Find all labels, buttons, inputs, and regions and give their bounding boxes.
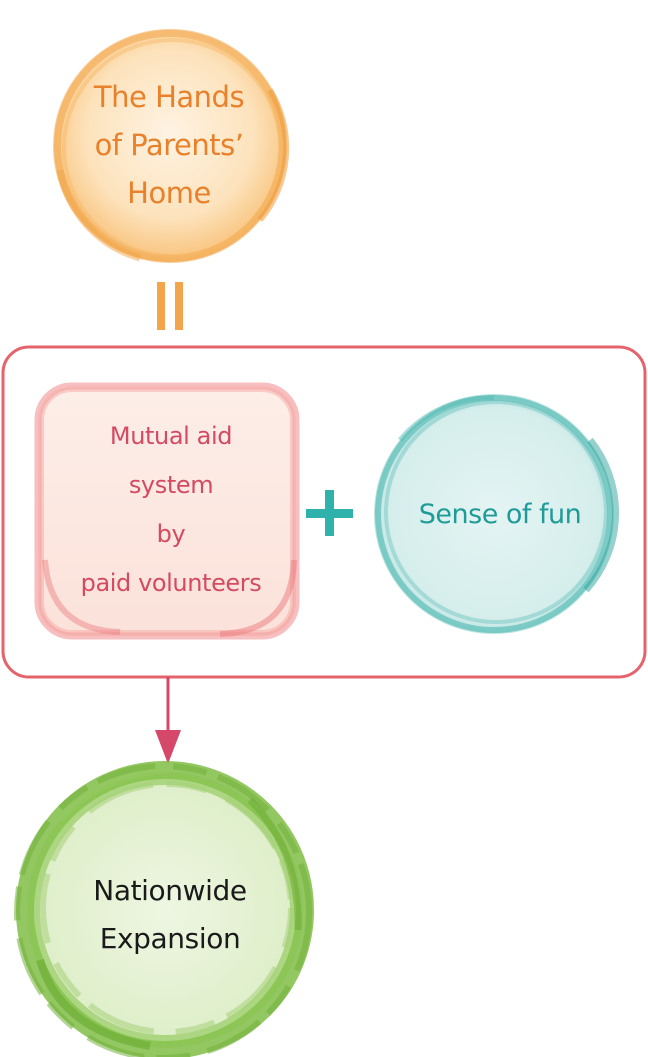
plus-icon (306, 490, 353, 536)
mutual-aid-line-2: system (128, 471, 214, 499)
equals-icon (157, 282, 183, 330)
fun-circle-node (374, 394, 620, 634)
mutual-aid-label: Mutual aid system by paid volunteers (40, 410, 302, 610)
fun-line-1: Sense of fun (418, 499, 582, 530)
arrow-down-icon (155, 677, 181, 764)
mutual-aid-line-3: by (156, 520, 186, 548)
top-node-line-2: of Parents’ (94, 128, 244, 162)
nationwide-line-2: Expansion (99, 922, 241, 955)
top-node-line-1: The Hands (93, 80, 245, 114)
nationwide-line-1: Nationwide (93, 874, 247, 907)
mutual-aid-line-1: Mutual aid (109, 422, 233, 450)
top-node-line-3: Home (127, 176, 211, 210)
mutual-aid-line-4: paid volunteers (80, 569, 262, 597)
mutual-aid-node (34, 382, 300, 640)
fun-label: Sense of fun (380, 485, 620, 545)
nationwide-circle-node (14, 761, 314, 1057)
top-circle-node (53, 29, 290, 263)
top-node-label: The Hands of Parents’ Home (57, 70, 281, 220)
nationwide-label: Nationwide Expansion (40, 860, 300, 970)
